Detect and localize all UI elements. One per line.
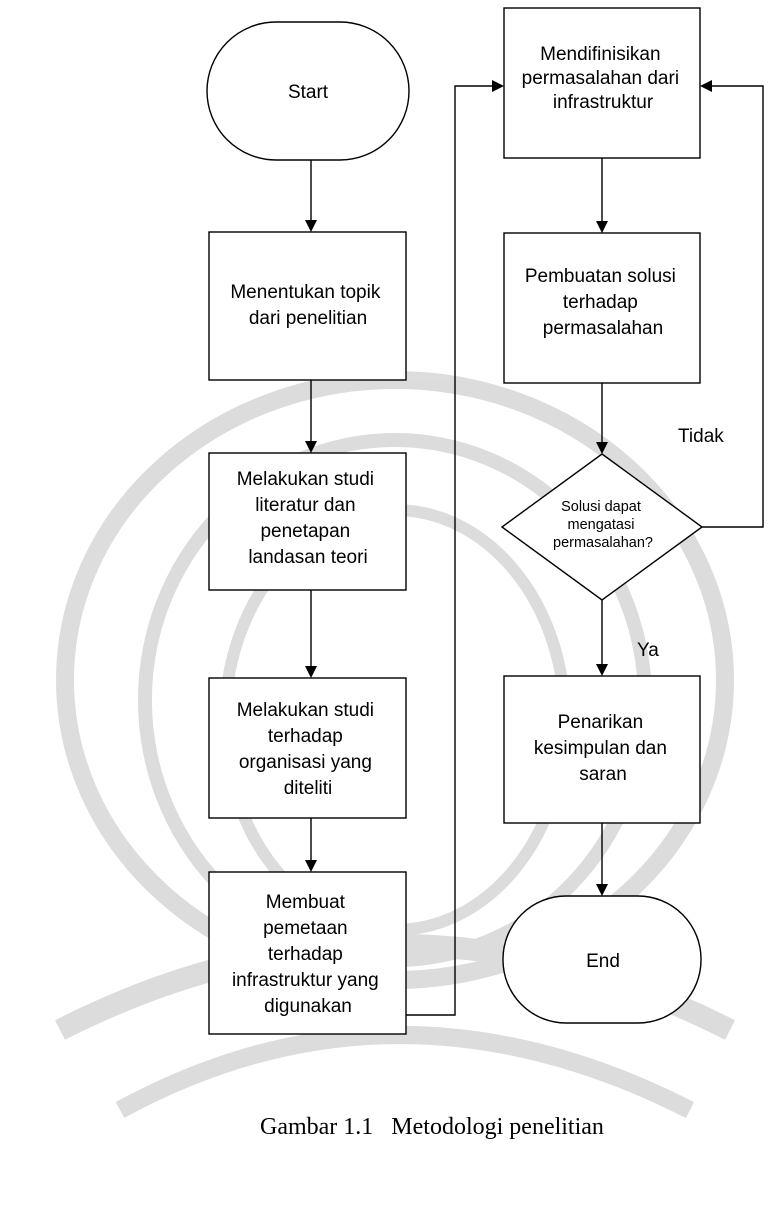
- edge-label-ya: Ya: [637, 640, 659, 661]
- start-label: Start: [288, 82, 329, 103]
- end-terminator: [502, 895, 702, 1024]
- figure-caption: Gambar 1.1 Metodologi penelitian: [260, 1114, 604, 1140]
- edge-organisasi-to-pemetaan: [305, 818, 317, 872]
- edge-label-tidak: Tidak: [678, 426, 724, 447]
- edge-solusi-to-decision: [596, 383, 608, 454]
- pemetaan-process-box: [208, 871, 407, 1035]
- literatur-process-box: [208, 452, 407, 591]
- decision-diamond: [500, 453, 704, 601]
- edge-start-to-topik: [305, 160, 317, 232]
- topik-label: Menentukan topik dari penelitian: [230, 282, 385, 329]
- organisasi-label: Melakukan studi terhadap organisasi yang…: [237, 700, 380, 799]
- edge-kesimpulan-to-end: [596, 823, 608, 896]
- kesimpulan-label: Penarikan kesimpulan dan saran: [534, 712, 672, 785]
- edge-pemetaan-to-definisi: [406, 80, 504, 1016]
- edge-topik-to-literatur: [305, 380, 317, 453]
- organisasi-process-box: [208, 677, 407, 819]
- decision-label: Solusi dapat mengatasi permasalahan?: [553, 499, 653, 551]
- kesimpulan-process-box: [503, 675, 701, 824]
- end-label: End: [586, 951, 620, 972]
- pemetaan-label: Membuat pemetaan terhadap infrastruktur …: [232, 892, 384, 1017]
- edge-decision-tidak-to-definisi: [700, 80, 764, 528]
- definisi-label: Mendifinisikan permasalahan dari infrast…: [522, 44, 685, 113]
- literatur-label: Melakukan studi literatur dan penetapan …: [237, 469, 380, 568]
- topik-process-box: [208, 231, 407, 381]
- start-terminator: [206, 21, 410, 161]
- edge-definisi-to-solusi: [596, 158, 608, 233]
- solusi-process-box: [503, 232, 701, 384]
- edge-literatur-to-organisasi: [305, 590, 317, 678]
- edge-decision-ya-to-kesimpulan: [596, 600, 608, 676]
- solusi-label: Pembuatan solusi terhadap permasalahan: [525, 266, 681, 339]
- definisi-process-box: [503, 7, 701, 159]
